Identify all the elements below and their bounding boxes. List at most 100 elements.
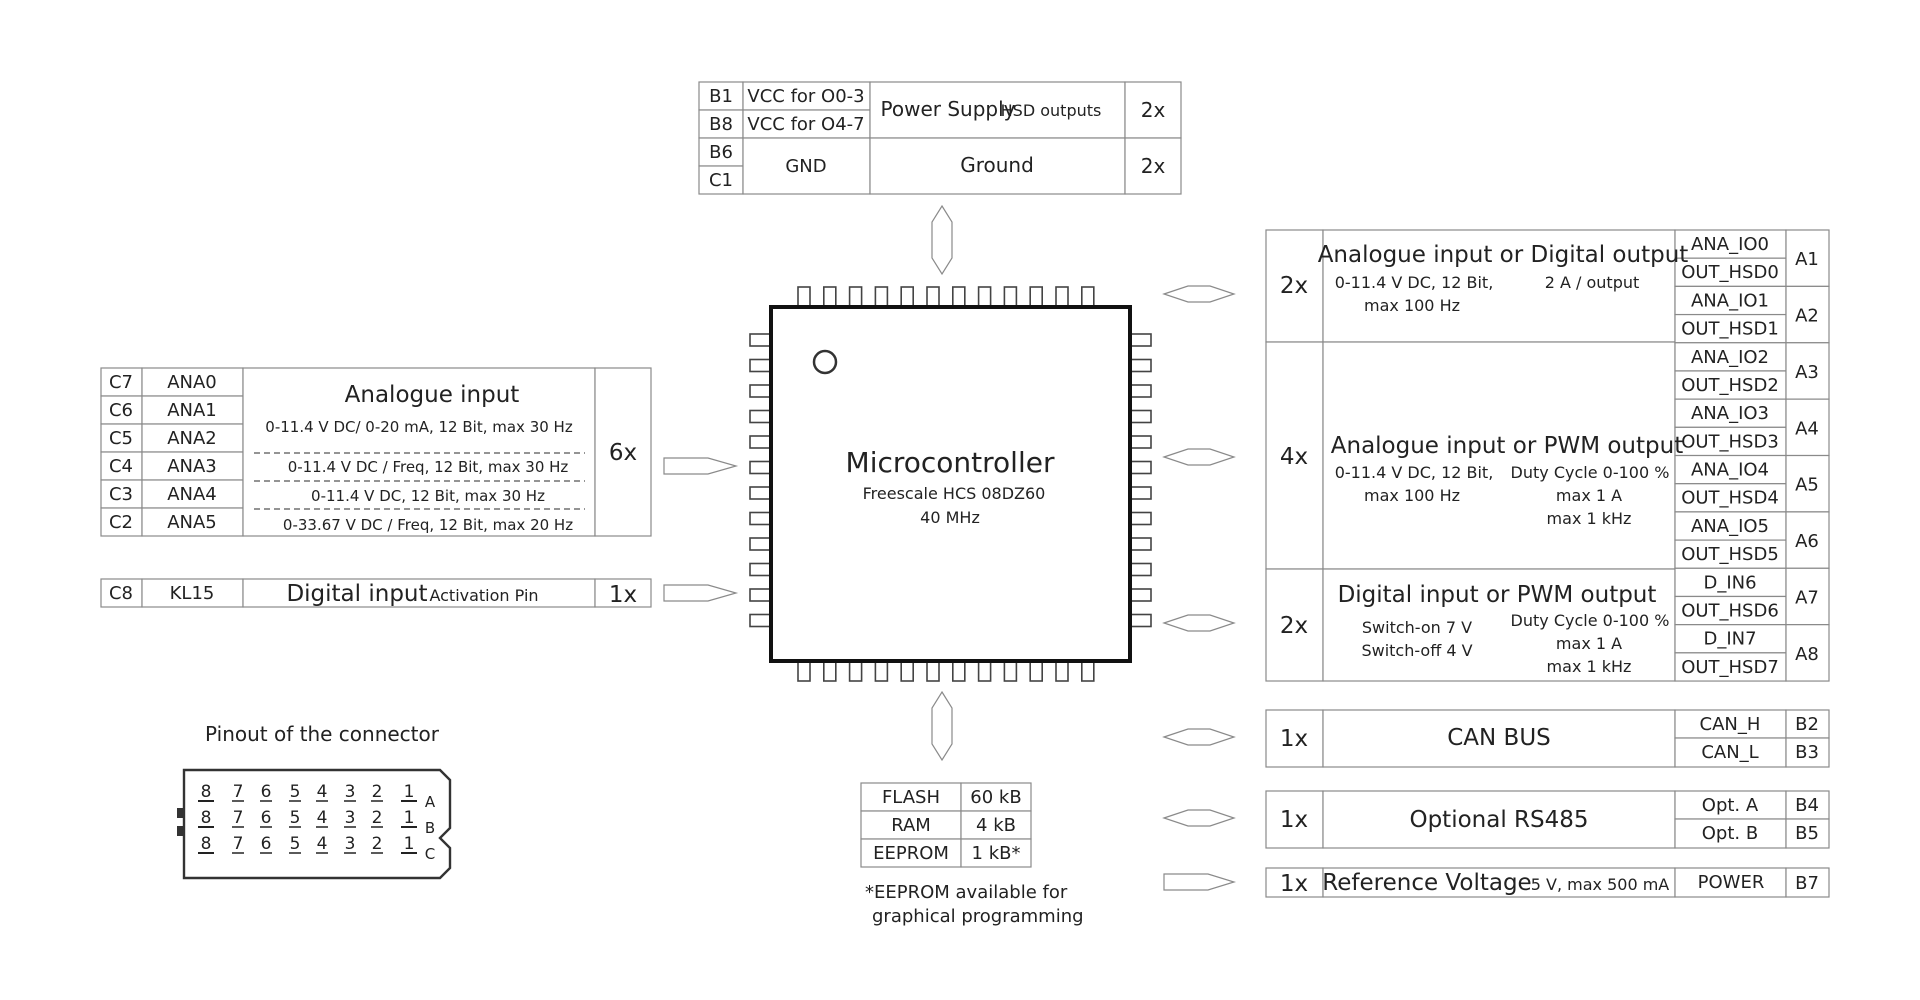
io-pin-label: A7 [1795,587,1819,608]
connector-pin-number: 1 [404,782,415,802]
can-bus-table: 1x CAN BUS CAN_H CAN_L B2 B3 [1265,709,1830,768]
arrow-can-both [1162,728,1236,746]
can-h-pin: B2 [1795,714,1819,735]
connector-pin-number: 5 [290,782,301,802]
chip-pins-left [749,333,772,628]
ana-pin-c4: C4 [109,456,133,477]
memory-eeprom-label: EEPROM [873,843,949,864]
chip-pin [1003,660,1018,682]
chip-pin [926,286,940,308]
ana-signal-3: ANA3 [167,456,217,477]
connector-outline [182,768,452,880]
chip-pin [900,286,915,308]
chip-pins-bottom [797,660,1095,682]
chip-pin [749,537,772,551]
can-count: 1x [1280,726,1308,752]
io-signal-cell [1674,285,1787,316]
group1-spec-a2: max 100 Hz [1364,296,1460,315]
ref-signal: POWER [1698,872,1765,893]
memory-eeprom-size: 1 kB* [972,843,1021,864]
io-pin-label: A2 [1795,306,1819,327]
connector-latch-bottom [177,826,185,836]
ana-pin-c3: C3 [109,484,133,505]
chip-pin [1129,511,1152,526]
chip-pin [749,460,772,475]
arrow-group2-both [1162,448,1236,466]
chip-pins-top [797,286,1095,308]
analogue-spec-3: 0-11.4 V DC, 12 Bit, max 30 Hz [311,487,545,505]
connector-pin-number: 7 [233,782,244,802]
connector-pin-number: 1 [404,808,415,828]
io-signal-label: ANA_IO1 [1691,290,1769,311]
io-pin-label: A6 [1795,531,1819,552]
io-pin-cell [1785,398,1830,457]
arrow-power-updown [931,204,953,276]
io-signal-label: OUT_HSD6 [1681,600,1779,621]
chip-pin [1129,435,1152,449]
arrow-group1-both [1162,285,1236,303]
chip-pin [749,358,772,373]
io-signal-cell [1674,567,1787,598]
group2-spec-b3: max 1 kHz [1547,509,1632,528]
arrow-memory-updown [931,690,953,762]
rs485-count: 1x [1280,807,1308,833]
group3-spec-a1: Switch-on 7 V [1362,618,1472,637]
arrow-ref-right [1163,873,1237,891]
group3-spec-b3: max 1 kHz [1547,657,1632,676]
io-signal-cells: ANA_IO0OUT_HSD0ANA_IO1OUT_HSD1ANA_IO2OUT… [1674,229,1787,682]
rs485-a-pin: B4 [1795,795,1819,816]
io-pin-label: A5 [1795,475,1819,496]
chip-pin [951,660,966,682]
analogue-spec-2: 0-11.4 V DC / Freq, 12 Bit, max 30 Hz [288,458,569,476]
power-pin-c1: C1 [709,170,733,191]
chip-pin [1029,286,1043,308]
digital-input-sub: Activation Pin [429,586,538,605]
analogue-input-table: C7 C6 C5 C4 C3 C2 ANA0 ANA1 ANA2 ANA3 AN… [100,367,652,537]
chip-pin [1129,409,1152,424]
chip-pin [1129,358,1152,373]
connector-pin-number: 2 [372,834,383,854]
group1-count: 2x [1280,273,1308,299]
analogue-input-title: Analogue input [345,382,520,408]
ana-signal-2: ANA2 [167,428,217,449]
io-pin-cell [1785,342,1830,400]
chip-pin [1129,460,1152,475]
chip-pin [749,562,772,577]
io-signal-label: OUT_HSD2 [1681,375,1779,396]
digital-input-table: C8 KL15 Digital input Activation Pin 1x [100,578,652,608]
io-signal-cell [1674,595,1787,626]
connector-pin-number: 5 [290,808,301,828]
gnd-label: GND [785,156,826,177]
connector-pin-number: 4 [317,834,328,854]
group2-spec-a2: max 100 Hz [1364,486,1460,505]
chip-pin [797,286,811,308]
chip-pin [822,286,837,308]
connector-pin-number: 6 [261,782,272,802]
connector-pin-number: 8 [201,808,212,828]
memory-flash-label: FLASH [882,787,940,808]
io-signal-label: OUT_HSD1 [1681,319,1779,340]
chip-pin [874,660,889,682]
can-l-pin: B3 [1795,742,1819,763]
io-signal-cell [1674,426,1787,457]
io-pin-label: A8 [1795,644,1819,665]
power-supply-sub: HSD outputs [1001,101,1102,120]
group2-title: Analogue input or PWM output [1331,433,1683,459]
io-signal-cell [1674,342,1787,372]
chip-pin [1129,333,1152,347]
chip-pin [1081,286,1095,308]
reference-voltage-table: 1x Reference Voltage 5 V, max 500 mA POW… [1265,867,1830,898]
can-title: CAN BUS [1447,725,1551,751]
io-signal-label: OUT_HSD7 [1681,657,1779,678]
mcu-clock: 40 MHz [920,508,980,527]
rs485-a-signal: Opt. A [1702,795,1759,816]
ref-count: 1x [1280,871,1308,897]
chip-pin [822,660,837,682]
connector-pin-number: 3 [345,808,356,828]
io-pin-cell [1785,624,1830,682]
ana-signal-0: ANA0 [167,372,217,393]
group2-spec-a1: 0-11.4 V DC, 12 Bit, [1335,463,1494,482]
